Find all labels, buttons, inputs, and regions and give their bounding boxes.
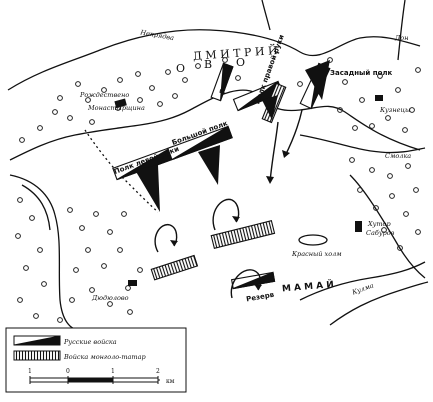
map-labels: Д М И Т Р И Й О В О Рождествено Монастыр… bbox=[79, 28, 411, 303]
legend-russian-swatch bbox=[13, 335, 61, 346]
scale-tick-3: 1 bbox=[111, 368, 115, 375]
label-river-don: Дон bbox=[394, 34, 408, 42]
arrow-ambush-move bbox=[284, 109, 303, 157]
river-north-stub bbox=[261, 0, 271, 31]
wedge-big bbox=[198, 145, 220, 185]
legend-russian-label: Русские войска bbox=[63, 338, 117, 346]
stream-dotted bbox=[84, 129, 159, 213]
mongol-units bbox=[150, 82, 287, 281]
label-region-v: В bbox=[204, 58, 212, 71]
regiment-reserve-top bbox=[210, 62, 234, 102]
label-river-nepryadva: Непрядва bbox=[139, 28, 175, 42]
label-regiment-reserve-bottom: Резерв bbox=[246, 291, 276, 304]
arrow-loop-center bbox=[212, 198, 240, 231]
legend-mamai-label: Войска монголо-татар bbox=[63, 353, 146, 361]
scale-unit: км bbox=[166, 378, 175, 385]
river-west-bank-2 bbox=[21, 184, 51, 231]
label-river-smolka: Смолка bbox=[385, 152, 411, 160]
wedge-ambush bbox=[305, 60, 330, 100]
forest-edge-inner bbox=[9, 89, 421, 161]
arrow-loop-left bbox=[154, 224, 178, 253]
scale-tick-2: 0 bbox=[66, 368, 70, 375]
scale-bar bbox=[29, 376, 160, 384]
label-village-davydovo: Дюдюлово bbox=[91, 294, 129, 302]
river-south bbox=[299, 261, 426, 301]
label-mamai: М А М А Й bbox=[281, 278, 334, 294]
arrow-right-flank bbox=[269, 121, 279, 183]
mongol-unit-left bbox=[150, 254, 199, 281]
wedge-right bbox=[262, 95, 278, 120]
arrow-heads bbox=[170, 150, 290, 290]
scale-tick-4: 2 bbox=[156, 368, 160, 375]
label-village-kuznetsy: Кузнецы bbox=[379, 106, 410, 114]
hill-marker bbox=[298, 234, 328, 246]
label-regiment-ambush: Засадный полк bbox=[330, 69, 393, 77]
regiment-big bbox=[167, 125, 233, 161]
village-davydovo-marker bbox=[128, 280, 137, 286]
label-region-o: О bbox=[176, 62, 185, 75]
river-south-2 bbox=[329, 281, 429, 326]
label-village-khutor2: Сабуров bbox=[366, 229, 395, 237]
village-kuznetsy-marker bbox=[375, 95, 383, 101]
label-village-khutor: Хутор bbox=[367, 220, 391, 228]
scale-tick-1: 1 bbox=[28, 368, 32, 375]
village-rozhdestveno-marker bbox=[114, 98, 127, 109]
forest-edge-north bbox=[7, 29, 421, 91]
russian-regiments bbox=[112, 62, 331, 290]
wedge-left bbox=[135, 165, 160, 212]
valley-east bbox=[299, 134, 426, 154]
label-village-monastyrshchina: Монастырщина bbox=[87, 104, 145, 112]
regiment-reserve-bottom bbox=[230, 271, 276, 290]
label-hill: Красный холм bbox=[291, 250, 342, 258]
label-river-kulma: Кулма bbox=[350, 281, 375, 296]
attack-wedges bbox=[135, 60, 330, 212]
river-west-bank bbox=[9, 174, 81, 331]
forest-markers bbox=[15, 57, 421, 323]
label-region-o2: О bbox=[236, 56, 245, 69]
river-east bbox=[397, 0, 406, 61]
label-village-rozhdestveno: Рождествено bbox=[79, 91, 129, 99]
villages bbox=[114, 95, 383, 286]
legend: Русские войска Войска монголо-татар 1 0 … bbox=[5, 327, 187, 393]
label-regiment-reserve-top: Резерв bbox=[218, 65, 231, 95]
mongol-unit-center bbox=[210, 220, 276, 249]
label-region-title: Д М И Т Р И Й bbox=[193, 43, 278, 63]
legend-mamai-swatch bbox=[13, 350, 61, 361]
arrow-loop-bottom bbox=[230, 269, 262, 299]
village-khutor-marker bbox=[355, 221, 362, 232]
